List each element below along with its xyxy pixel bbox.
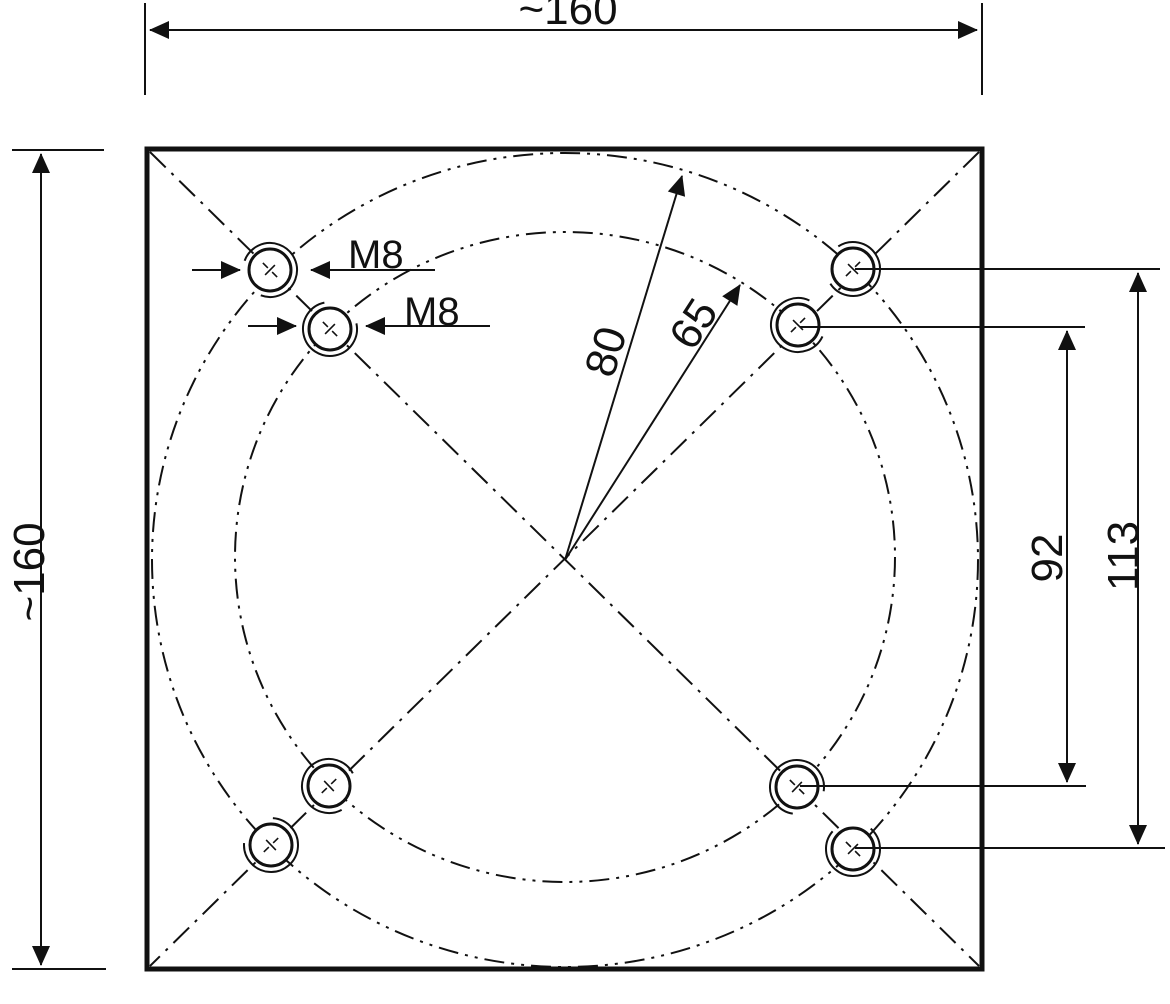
bolt-circles (151, 152, 979, 968)
inner-bolt-hole (301, 758, 354, 814)
inner-bolt-hole (770, 297, 824, 353)
inner-bolt-hole (302, 301, 358, 357)
outer-bolt-hole (243, 817, 299, 873)
outer-spacing-label: 113 (1099, 521, 1148, 591)
width-dimension (144, 3, 983, 95)
outer-bolt-circle (151, 152, 979, 968)
outer-radius-label: 80 (576, 321, 637, 382)
height-dimension (12, 149, 106, 970)
inner-thread-label: M8 (404, 290, 460, 334)
outer-bolt-hole (829, 241, 881, 297)
inner-bolt-circle (234, 231, 896, 883)
height-dimension-label: ~160 (5, 522, 54, 621)
bolt-holes (243, 241, 881, 877)
plate-outline (144, 146, 985, 972)
inner-spacing-label: 92 (1023, 534, 1072, 583)
thread-callouts (192, 261, 490, 335)
inner-radius-label: 65 (660, 290, 728, 358)
outer-thread-label: M8 (348, 233, 404, 277)
outer-bolt-hole (825, 826, 881, 877)
width-dimension-label: ~160 (518, 0, 617, 34)
outer-bolt-hole (243, 242, 298, 298)
hole-spacing-dimensions (800, 268, 1165, 849)
radius-dimensions (564, 175, 741, 561)
